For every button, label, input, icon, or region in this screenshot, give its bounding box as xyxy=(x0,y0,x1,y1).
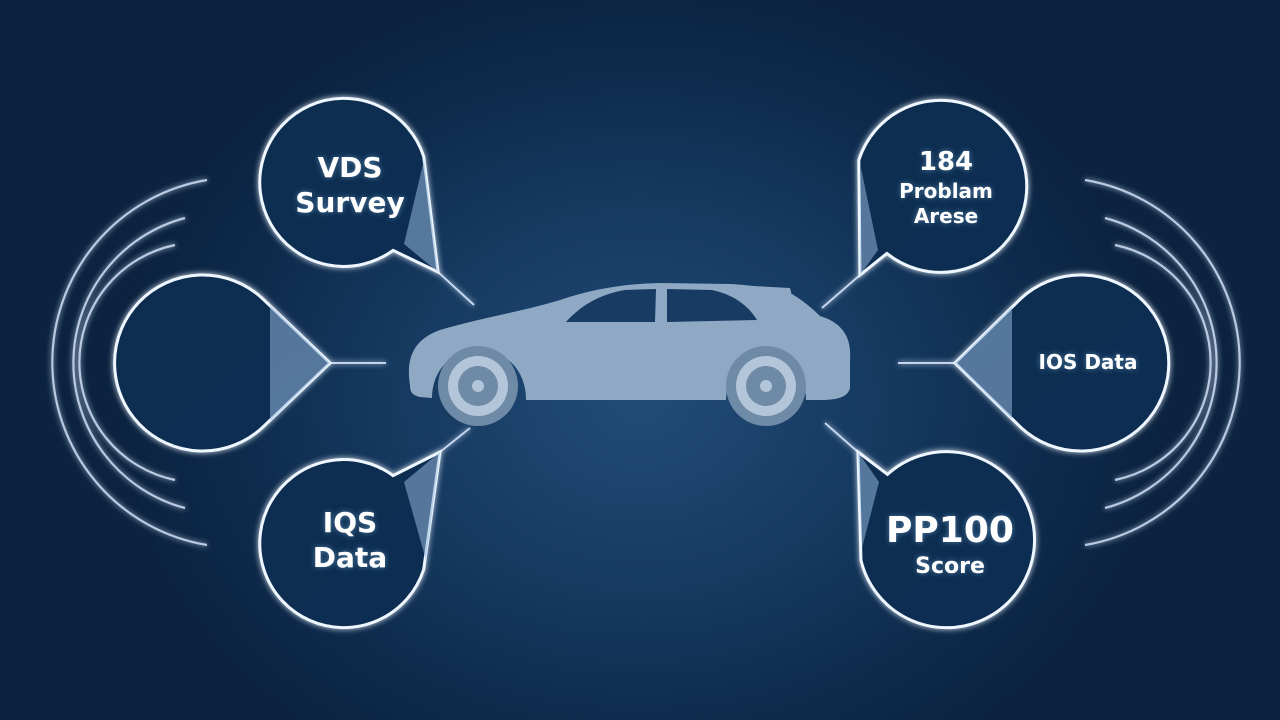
car-window-front xyxy=(566,289,656,322)
left-arc-inner xyxy=(78,243,176,482)
right-arc-outer xyxy=(1084,178,1241,547)
vds-label-line1: VDS xyxy=(317,151,383,184)
problem-label-line2: Problam xyxy=(899,178,993,203)
connector-lines xyxy=(330,271,955,453)
iqs-label-line2: Data xyxy=(312,541,388,574)
car-window-rear xyxy=(667,289,757,322)
bubble-pp100 xyxy=(856,448,1037,630)
bubble-problem-areas xyxy=(857,98,1029,279)
connector-vds xyxy=(437,271,475,306)
right-arc-inner xyxy=(1114,243,1212,482)
bubble-iqs-tail xyxy=(404,452,440,560)
right-signal-arcs xyxy=(1084,178,1241,547)
bubble-iqs xyxy=(258,449,442,630)
problem-areas-label: 184 Problam Arese xyxy=(866,146,1026,229)
iqs-data-label: IQS Data xyxy=(270,505,430,575)
bubble-ios-tail xyxy=(955,307,1012,419)
problem-label-line3: Arese xyxy=(913,203,979,228)
vds-survey-label: VDS Survey xyxy=(270,150,430,220)
car-roof-rack xyxy=(735,285,792,296)
bubble-problem-areas-tail xyxy=(860,168,878,275)
pp100-label-line2: Score xyxy=(915,554,985,579)
pp100-score-label: PP100 Score xyxy=(870,508,1030,581)
left-arc-middle xyxy=(72,216,186,510)
problem-label-line1: 184 xyxy=(918,147,974,177)
connector-pp100 xyxy=(824,422,859,453)
bubble-vds-tail xyxy=(404,160,438,272)
car-icon xyxy=(408,283,851,426)
car-wheel-front xyxy=(438,346,518,426)
bubble-empty-tail xyxy=(270,305,330,421)
connector-iqs xyxy=(439,427,471,453)
left-signal-arcs xyxy=(51,178,208,547)
iqs-label-line1: IQS xyxy=(322,506,378,539)
ios-label-line1: IOS Data xyxy=(1038,350,1138,374)
ios-data-label: IOS Data xyxy=(1008,350,1168,375)
bubble-pp100-tail xyxy=(858,452,879,548)
connector-problem xyxy=(821,274,861,309)
left-arc-outer xyxy=(51,178,208,547)
right-arc-middle xyxy=(1104,216,1218,510)
pin-bubbles xyxy=(113,96,1171,630)
pp100-label-line1: PP100 xyxy=(886,510,1014,551)
bubble-vds xyxy=(258,96,440,275)
car-wheel-rear xyxy=(726,346,806,426)
vds-label-line2: Survey xyxy=(295,186,405,219)
